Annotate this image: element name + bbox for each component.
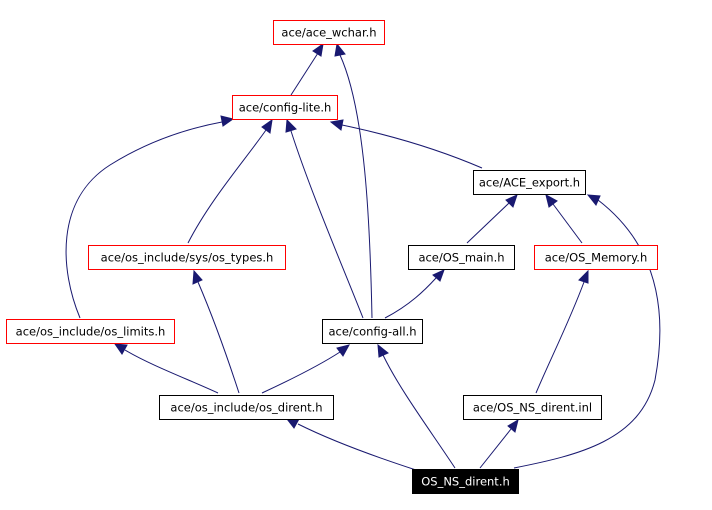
node-os-ns-dirent-h[interactable]: OS_NS_dirent.h <box>412 469 519 494</box>
edge-os-limits-to-config-lite <box>65 121 223 319</box>
node-config-lite[interactable]: ace/config-lite.h <box>232 95 338 120</box>
node-os-ns-dirent-inl-label: ace/OS_NS_dirent.inl <box>473 401 592 415</box>
arrowhead <box>312 42 324 57</box>
node-os-dirent-label: ace/os_include/os_dirent.h <box>170 401 322 415</box>
arrowhead <box>507 418 519 433</box>
arrowhead <box>261 118 273 134</box>
node-os-ns-dirent-h-label: OS_NS_dirent.h <box>421 475 510 489</box>
edge-config-all-to-ace-wchar <box>339 54 373 319</box>
nodes: ace/ace_wchar.h ace/config-lite.h ace/AC… <box>6 20 658 494</box>
node-os-main[interactable]: ace/OS_main.h <box>408 245 515 270</box>
node-os-types-label: ace/os_include/sys/os_types.h <box>101 251 274 265</box>
node-os-dirent[interactable]: ace/os_include/os_dirent.h <box>159 395 334 420</box>
arrowhead <box>578 269 589 284</box>
node-ace-wchar-label: ace/ace_wchar.h <box>281 26 376 40</box>
node-config-all[interactable]: ace/config-all.h <box>322 319 423 344</box>
edge-os-ns-dirent-h-to-ace-export <box>513 199 661 469</box>
arrowhead <box>586 194 601 206</box>
node-os-limits[interactable]: ace/os_include/os_limits.h <box>6 319 175 344</box>
edge-os-memory-to-ace-export <box>552 203 583 244</box>
node-os-memory[interactable]: ace/OS_Memory.h <box>534 245 658 270</box>
node-ace-wchar[interactable]: ace/ace_wchar.h <box>273 20 385 45</box>
node-ace-export-label: ace/ACE_export.h <box>479 176 580 190</box>
arrowhead <box>505 194 518 208</box>
edge-os-types-to-config-lite <box>187 129 267 244</box>
arrowhead <box>113 343 128 355</box>
edge-config-all-to-config-lite <box>290 130 364 319</box>
node-os-limits-label: ace/os_include/os_limits.h <box>16 325 166 339</box>
arrowhead <box>545 194 558 208</box>
arrowhead <box>220 115 235 127</box>
arrowhead <box>377 343 389 358</box>
edge-config-all-to-os-main <box>384 277 437 319</box>
node-os-main-label: ace/OS_main.h <box>418 251 504 265</box>
arrowhead <box>192 269 203 285</box>
node-config-all-label: ace/config-all.h <box>328 325 416 339</box>
edge-os-dirent-to-config-all <box>261 351 341 394</box>
node-os-ns-dirent-inl[interactable]: ace/OS_NS_dirent.inl <box>463 395 602 420</box>
edge-ace-export-to-config-lite <box>341 124 483 169</box>
node-os-memory-label: ace/OS_Memory.h <box>545 251 648 265</box>
edge-os-main-to-ace-export <box>466 202 510 244</box>
arrowhead <box>336 344 350 357</box>
edges <box>65 42 661 471</box>
arrowhead <box>432 269 445 282</box>
edge-config-lite-to-ace-wchar <box>290 52 319 96</box>
node-os-types[interactable]: ace/os_include/sys/os_types.h <box>88 245 286 270</box>
arrowhead <box>285 118 297 133</box>
arrowhead <box>334 42 346 57</box>
edge-os-dirent-to-os-types <box>197 281 240 394</box>
edge-os-ns-dirent-h-to-config-all <box>382 354 456 469</box>
edge-os-dirent-to-os-limits <box>124 349 219 394</box>
edge-os-ns-dirent-h-to-os-ns-dirent-inl <box>479 428 512 469</box>
edge-os-ns-dirent-h-to-os-dirent <box>297 423 417 471</box>
arrowhead <box>329 119 344 131</box>
node-ace-export[interactable]: ace/ACE_export.h <box>473 170 586 195</box>
edge-os-ns-dirent-inl-to-os-memory <box>535 281 585 394</box>
arrowhead <box>285 418 300 429</box>
node-config-lite-label: ace/config-lite.h <box>239 101 332 115</box>
